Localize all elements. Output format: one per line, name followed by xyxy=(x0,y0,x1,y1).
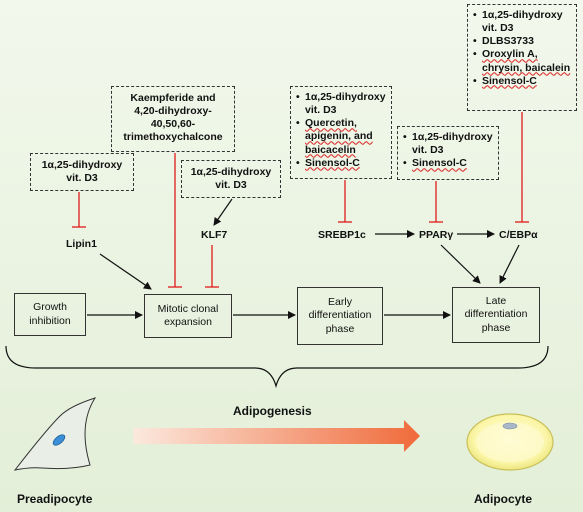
inhibitor-item: Oroxylin A, chrysin, baicalein xyxy=(473,48,572,74)
adipocyte-cell-icon xyxy=(466,413,554,471)
cell-label-preadipocyte: Preadipocyte xyxy=(17,492,93,506)
factor-cebpa: C/EBPα xyxy=(499,229,538,241)
factor-srebp1c: SREBP1c xyxy=(318,229,366,241)
inhibitor-box-vitd3-klf7: 1α,25-dihydroxy vit. D3 xyxy=(181,160,281,198)
stage-early-differentiation: Early differentiation phase xyxy=(297,287,383,345)
inhibition-cebpa xyxy=(515,112,529,223)
arrow-lipin1-to-mitotic xyxy=(99,253,152,290)
inhibitor-box-vitd3-lipin: 1α,25-dihydroxy vit. D3 xyxy=(30,153,134,191)
inhibitor-item-text: Sinensol-C xyxy=(412,157,467,170)
differentiation-gradient-arrow xyxy=(133,420,420,452)
inhibitor-item: 1α,25-dihydroxy vit. D3 xyxy=(296,91,387,117)
stage-late-differentiation: Late differentiation phase xyxy=(452,287,540,343)
inhibitor-item: Sinensol-C xyxy=(403,157,494,170)
preadipocyte-cell-icon xyxy=(13,397,97,471)
inhibitor-item: 1α,25-dihydroxy vit. D3 xyxy=(473,9,572,35)
inhibitor-item: Quercetin, apigenin, and baicacelin xyxy=(296,117,387,156)
factor-klf7: KLF7 xyxy=(201,229,228,241)
inhibitor-item: 1α,25-dihydroxy vit. D3 xyxy=(403,131,494,157)
arrow-pparg-to-late xyxy=(440,244,481,284)
inhibitor-box-kaempferide: Kaempferide and 4,20-dihydroxy- 40,50,60… xyxy=(111,86,235,152)
inhibitor-item: DLBS3733 xyxy=(473,35,572,48)
inhibitor-item-text: Oroxylin A, chrysin, baicalein xyxy=(482,48,571,74)
inhibitor-box-vitd3-lipin-line2: vit. D3 xyxy=(66,172,98,185)
inhibition-srebp1c xyxy=(338,180,352,223)
cell-label-adipocyte: Adipocyte xyxy=(474,492,533,506)
inhibitor-box-kaempferide-line1: Kaempferide and xyxy=(130,92,216,104)
inhibitor-item-text: Sinensol-C xyxy=(305,156,360,169)
inhibitor-box-pparg: 1α,25-dihydroxy vit. D3 Sinensol-C xyxy=(397,126,499,180)
inhibitor-item-text: Quercetin, apigenin, and baicacelin xyxy=(305,117,373,156)
inhibitor-box-vitd3-lipin-line1: 1α,25-dihydroxy xyxy=(41,159,123,171)
inhibition-lipin1 xyxy=(72,192,86,228)
stage-mitotic-clonal-expansion: Mitotic clonal expansion xyxy=(144,294,232,338)
process-label-adipogenesis: Adipogenesis xyxy=(233,404,312,418)
inhibitor-item: Sinensol-C xyxy=(473,75,572,88)
adipogenesis-brace xyxy=(5,345,549,389)
inhibitor-item-text: Sinensol-C xyxy=(482,74,537,87)
factor-pparg: PPARγ xyxy=(419,229,454,241)
inhibition-pparg xyxy=(429,181,443,223)
inhibitor-box-vitd3-klf7-line2: vit. D3 xyxy=(215,179,247,192)
inhibitor-box-cebpa: 1α,25-dihydroxy vit. D3 DLBS3733 Oroxyli… xyxy=(467,4,577,111)
inhibitor-box-srebp1c: 1α,25-dihydroxy vit. D3 Quercetin, apige… xyxy=(290,86,392,179)
inhibitor-item: Sinensol-C xyxy=(296,157,387,170)
inhibitor-box-kaempferide-line3: 40,50,60- xyxy=(150,118,196,131)
inhibitor-box-kaempferide-line2: 4,20-dihydroxy- xyxy=(134,105,212,118)
inhibition-mitotic-kaempferide xyxy=(168,153,182,288)
arrow-cebpa-to-late xyxy=(499,244,520,284)
inhibitor-box-kaempferide-line4: trimethoxychalcone xyxy=(123,131,223,144)
stage-growth-inhibition: Growth inhibition xyxy=(14,293,86,336)
factor-lipin1: Lipin1 xyxy=(66,238,97,250)
inhibition-mitotic-klf7 xyxy=(205,245,219,288)
inhibitor-box-vitd3-klf7-line1: 1α,25-dihydroxy xyxy=(190,166,272,178)
arrow-vitd3-to-klf7 xyxy=(213,198,233,226)
